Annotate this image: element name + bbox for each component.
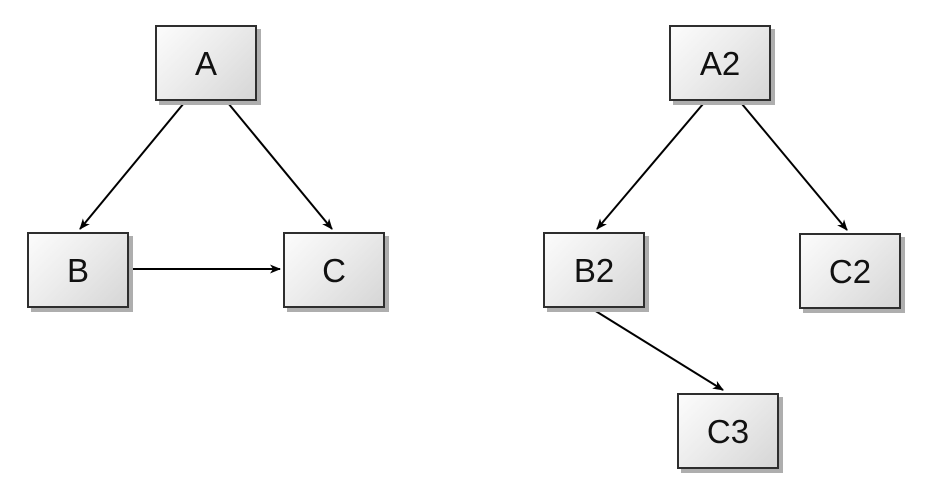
edge-A-B — [79, 102, 185, 230]
node-A2[interactable]: A2 — [669, 25, 771, 101]
node-A2-label: A2 — [699, 44, 741, 82]
node-C2-label: C2 — [828, 252, 872, 290]
node-C2[interactable]: C2 — [799, 233, 901, 309]
edge-A2-C2 — [741, 103, 848, 231]
edge-B2-C3 — [593, 309, 724, 391]
node-B2[interactable]: B2 — [543, 232, 645, 308]
node-C3[interactable]: C3 — [677, 393, 779, 469]
edge-A2-B2 — [596, 103, 704, 230]
node-C3-label: C3 — [706, 412, 750, 450]
node-B[interactable]: B — [27, 232, 129, 308]
node-C[interactable]: C — [283, 232, 385, 308]
node-B-label: B — [66, 251, 89, 289]
node-A-label: A — [194, 44, 217, 82]
edge-A-C — [227, 102, 333, 230]
node-A[interactable]: A — [155, 25, 257, 101]
node-B2-label: B2 — [573, 251, 615, 289]
node-C-label: C — [322, 251, 346, 289]
